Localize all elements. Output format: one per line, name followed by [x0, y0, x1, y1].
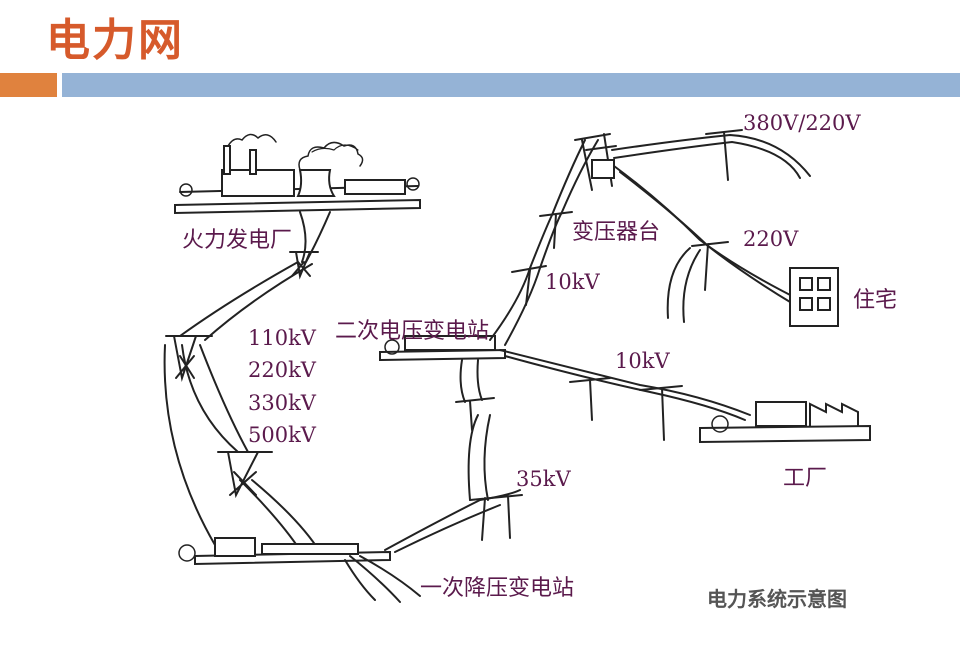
voltage-500kv: 500kV: [248, 423, 316, 447]
line-10kv-up: [489, 139, 599, 346]
accent-bar-orange: [0, 73, 57, 97]
voltage-110kv: 110kV: [248, 326, 316, 350]
voltage-220kv: 220kV: [248, 358, 316, 382]
transformer-platform-drawing: [574, 133, 617, 191]
line-10kv-factory: [499, 349, 751, 441]
diagram-caption: 电力系统示意图: [707, 587, 847, 611]
voltage-10kv-factory: 10kV: [615, 349, 670, 373]
label-primary-substation: 一次降压变电站: [420, 576, 575, 601]
voltage-35kv: 35kV: [516, 467, 571, 491]
voltage-380v-220v: 380V/220V: [743, 111, 861, 135]
label-residence: 住宅: [853, 288, 898, 313]
label-thermal-plant: 火力发电厂: [182, 228, 293, 253]
residence-drawing: [789, 267, 839, 327]
hv-towers: [165, 251, 319, 499]
thermal-plant-drawing: [174, 133, 421, 215]
label-secondary-substation: 二次电压变电站: [335, 319, 490, 344]
label-transformer-platform: 变压器台: [572, 220, 661, 245]
line-35kv: [384, 359, 523, 553]
primary-substation-drawing: [178, 537, 421, 603]
label-factory: 工厂: [783, 466, 828, 491]
voltage-330kv: 330kV: [248, 391, 316, 415]
slide-title: 电力网: [46, 15, 184, 66]
line-380v: [611, 129, 811, 323]
accent-bar-blue: [62, 73, 960, 97]
secondary-substation-drawing: [379, 335, 506, 362]
voltage-10kv-up: 10kV: [545, 270, 600, 294]
factory-drawing: [699, 401, 871, 444]
voltage-220v: 220V: [743, 227, 799, 251]
